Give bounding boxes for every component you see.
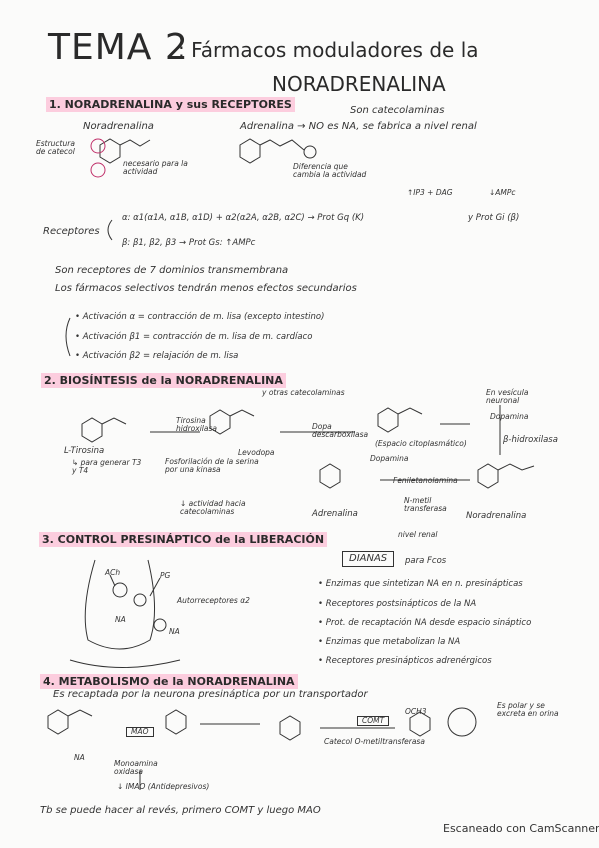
ampc-down: ↓AMPc: [489, 188, 516, 197]
methyl-circle: [303, 145, 317, 159]
na-metab-ring: [47, 709, 69, 735]
receptores-label: Receptores: [43, 226, 100, 237]
adrenaline-ring: [319, 463, 341, 489]
pg-arrow: [149, 577, 161, 597]
tyrosine-chain: [101, 417, 127, 425]
postsynaptic-membrane: [69, 659, 181, 668]
nivel-renal: nivel renal: [398, 530, 438, 539]
en-vesicula: En vesícula neuronal: [486, 388, 529, 405]
beta-hidroxilasa: β-hidroxilasa: [503, 435, 558, 445]
ip3-dag: ↑IP3 + DAG: [407, 188, 453, 197]
section3-heading: 3. CONTROL PRESINÁPTICO de la LIBERACIÓN: [39, 532, 328, 547]
catechol-highlight-1: [90, 138, 106, 154]
ach-label: ACh: [105, 568, 121, 577]
monoamina-oxidasa: Monoamina oxidasa: [114, 759, 158, 776]
ach-arrow: [109, 574, 116, 587]
selectivos-note: Los fármacos selectivos tendrán menos ef…: [55, 283, 357, 294]
noradrenaline-chain: [497, 463, 535, 471]
na-metab-chain: [67, 709, 93, 717]
levodopa-chain: [229, 409, 255, 417]
fosforilacion-note: Fosforilación de la serina por una kinas…: [165, 457, 259, 474]
adr-side-chain: [259, 139, 305, 151]
section4-heading: 4. METABOLISMO de la NORADRENALINA: [40, 674, 298, 689]
receptor-brace: [107, 219, 113, 241]
dopamine-ring: [377, 407, 399, 433]
noradrenaline-ring: [477, 463, 499, 489]
autorreceptores: Autorreceptores α2: [177, 596, 250, 605]
imao-note: ↓ IMAO (Antidepresivos): [117, 782, 210, 791]
catechol-ring-adr: [239, 138, 261, 164]
na-side-chain: [119, 139, 151, 147]
dopamine-chain: [397, 407, 423, 415]
na-metab: NA: [74, 753, 85, 762]
alpha-receptors: α: α1(α1A, α1B, α1D) + α2(α2A, α2B, α2C)…: [122, 213, 365, 223]
noradrenalina-label: Noradrenalina: [466, 511, 527, 521]
comt-box: COMT: [357, 716, 390, 726]
adrenalina-label: Adrenalina: [312, 509, 358, 519]
section2-heading: 2. BIOSÍNTESIS de la NORADRENALINA: [41, 373, 286, 388]
receptor-circle-3: [153, 618, 167, 632]
label-adrenalina: Adrenalina → NO es NA, se fabrica a nive…: [240, 121, 477, 132]
label-noradrenalina: Noradrenalina: [83, 121, 154, 132]
catecol-omt: Catecol O-metiltransferasa: [324, 737, 425, 746]
l-tirosina: L-Tirosina: [64, 446, 105, 456]
section1-heading: 1. NORADRENALINA y sus RECEPTORES: [46, 97, 295, 112]
para-fcos: para Fcos: [405, 556, 447, 566]
activation-alpha: • Activación α = contracción de m. lisa …: [75, 312, 325, 322]
activation-beta1: • Activación β1 = contracción de m. lisa…: [75, 332, 313, 342]
receptor-circle-2: [133, 593, 147, 607]
espacio-citoplasmatico: (Espacio citoplasmático): [375, 439, 467, 448]
levodopa: Levodopa: [238, 448, 275, 457]
dianas-box: DIANAS: [342, 551, 395, 567]
necesario-actividad: necesario para la actividad: [123, 159, 188, 176]
diana-item-5: • Receptores presinápticos adrenérgicos: [318, 656, 492, 666]
och3-label: OCH3: [405, 707, 427, 716]
diana-item-2: • Receptores postsinápticos de la NA: [318, 599, 477, 609]
receptor-circle-1: [112, 582, 128, 598]
dopa-descarboxilasa: Dopa descarboxilasa: [312, 422, 369, 439]
recaptada-note: Es recaptada por la neurona presináptica…: [53, 689, 368, 700]
acid-ring: [279, 715, 301, 741]
tyrosine-ring: [81, 417, 103, 443]
mao-box: MAO: [126, 727, 154, 737]
polar-note: Es polar y se excreta en orina: [497, 701, 559, 718]
diana-item-4: • Enzimas que metabolizan la NA: [318, 637, 461, 647]
levodopa-ring: [209, 409, 231, 435]
title-rest: : Fármacos moduladores de la: [178, 38, 479, 62]
dopamina: Dopamina: [370, 454, 409, 463]
catechol-highlight-2: [90, 162, 106, 178]
title-line2: NORADRENALINA: [272, 72, 446, 96]
diana-item-1: • Enzimas que sintetizan NA en n. presin…: [318, 579, 523, 589]
diana-item-3: • Prot. de recaptación NA desde espacio …: [318, 618, 532, 628]
dopamina-vesicle: Dopamina: [490, 412, 529, 421]
transmembrana-note: Son receptores de 7 dominios transmembra…: [55, 265, 289, 276]
acid-circle: [447, 707, 477, 737]
gi-protein: y Prot Gi (β): [468, 213, 520, 223]
presynaptic-terminal: [84, 559, 155, 650]
activation-beta2: • Activación β2 = relajación de m. lisa: [75, 351, 239, 361]
otras-catecolaminas: y otras catecolaminas: [262, 388, 345, 397]
tirosina-hidroxilasa: Tirosina hidroxilasa: [176, 416, 217, 433]
estructura-catecol: Estructura de catecol: [36, 139, 75, 156]
pg-label: PG: [160, 571, 171, 580]
camscanner-watermark: Escaneado con CamScanner: [443, 822, 599, 835]
footer-note: Tb se puede hacer al revés, primero COMT…: [40, 805, 321, 816]
activation-brace: [65, 317, 71, 357]
n-metil-transferasa: N-metil transferasa: [404, 496, 447, 513]
na-synapse-1: NA: [115, 615, 126, 624]
para-t3-t4: ↳ para generar T3 y T4: [72, 458, 142, 475]
beta-receptors: β: β1, β2, β3 → Prot Gs: ↑AMPc: [122, 238, 256, 248]
diferencia-actividad: Diferencia que cambia la actividad: [293, 162, 367, 179]
catechol-ring-na: [99, 138, 121, 164]
title-main: TEMA 2: [48, 27, 189, 68]
na-synapse-2: NA: [169, 627, 180, 636]
vma-ring: [409, 711, 431, 737]
aldehyde-ring: [165, 709, 187, 735]
actividad-note: ↓ actividad hacia catecolaminas: [180, 499, 246, 516]
son-catecolaminas: Son catecolaminas: [350, 105, 445, 116]
